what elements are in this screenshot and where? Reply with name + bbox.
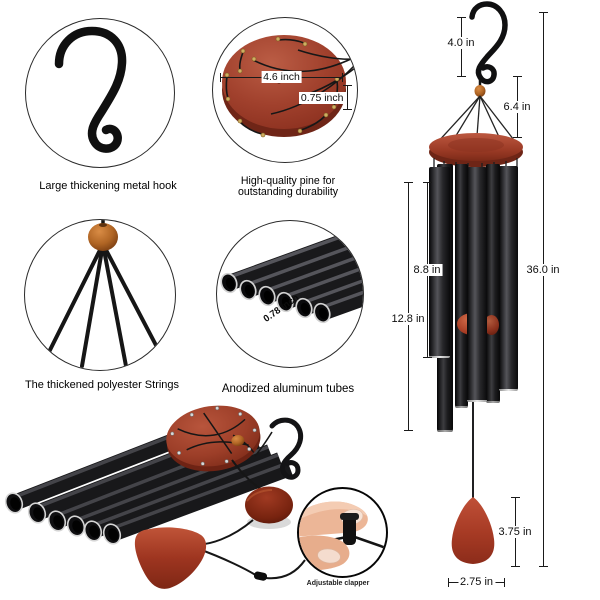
chime-tube (486, 164, 500, 403)
dim-sail-height: 3.75 in (496, 497, 534, 567)
loose-hook (269, 417, 304, 480)
chime-tube (467, 167, 487, 402)
parts-photo (4, 405, 306, 589)
sail-cord (472, 330, 474, 498)
chime-tube (455, 164, 468, 408)
tubes-illustration (220, 225, 363, 324)
hook-string (254, 431, 273, 457)
wood-bead (88, 223, 118, 251)
dim-sail-width: 2.75 in (448, 576, 505, 588)
loose-tube-mouths (4, 492, 122, 545)
dim-hook-height-label: 4.0 in (445, 37, 477, 50)
dim-sail-height-label: 3.75 in (496, 526, 534, 538)
feature-tubes-circle (216, 220, 364, 368)
chime-hanger (429, 1, 523, 177)
pine-diameter-label: 4.6 inch (261, 71, 302, 83)
feature-tubes-caption: Anodized aluminum tubes (221, 383, 355, 395)
dim-sail-width-label: 2.75 in (457, 576, 496, 588)
dim-cord-height-label: 6.4 in (501, 101, 533, 113)
dim-total-height-label: 36.0 in (524, 264, 562, 277)
knot-body (343, 515, 356, 545)
strings-illustration (45, 220, 161, 368)
feature-hook-circle (25, 18, 175, 168)
dim-total-height: 36.0 in (524, 12, 562, 567)
loose-wind-sail (134, 527, 207, 589)
dim-long-tube: 12.8 in (389, 182, 427, 431)
feature-pine-caption-line2: outstanding durability (237, 186, 339, 199)
loose-clapper-disc (245, 486, 293, 524)
sail-shape (451, 497, 495, 564)
dim-short-tube-label: 8.8 in (411, 264, 443, 276)
bead-hole (99, 223, 107, 227)
string-knot (253, 571, 268, 581)
chime-tube (499, 166, 518, 391)
tube-mouths (220, 272, 331, 324)
hanger-strings (435, 95, 518, 145)
feature-hook-caption: Large thickening metal hook (39, 180, 177, 192)
dim-short-tube: 8.8 in (411, 182, 443, 358)
pine-diameter-dimension: 4.6 inch (220, 71, 343, 83)
dim-hook-height: 4.0 in (445, 17, 477, 77)
fan-strings (45, 246, 161, 368)
disc-eyelets (224, 36, 340, 138)
adjustable-clapper-label: Adjustable clapper (306, 580, 370, 587)
thumb-nail (317, 548, 341, 564)
adjustable-clapper-inset (297, 487, 388, 578)
fingers-adjusting-knot (299, 501, 386, 571)
chime-hook (469, 1, 508, 85)
dim-cord-height: 6.4 in (501, 76, 533, 138)
feature-pine-caption-line1: High-quality pine for (240, 175, 336, 187)
tube-bundle (220, 225, 363, 324)
pine-thickness-label: 0.75 inch (298, 91, 346, 104)
loose-top-disc (166, 405, 261, 472)
clapper-ball (484, 315, 499, 335)
chime-tube (429, 167, 450, 358)
pine-disc-illustration (222, 35, 356, 138)
feature-strings-circle (24, 219, 176, 371)
dim-long-tube-label: 12.8 in (389, 312, 427, 325)
wind-sail (451, 497, 495, 564)
metal-hook-icon (54, 26, 127, 153)
s-hook-shape (54, 26, 127, 153)
pine-thickness-dimension: 0.75 inch (298, 85, 352, 110)
chime-bead (474, 85, 486, 97)
feature-strings-caption: The thickened polyester Strings (24, 379, 180, 391)
feature-pine-circle (212, 17, 358, 163)
